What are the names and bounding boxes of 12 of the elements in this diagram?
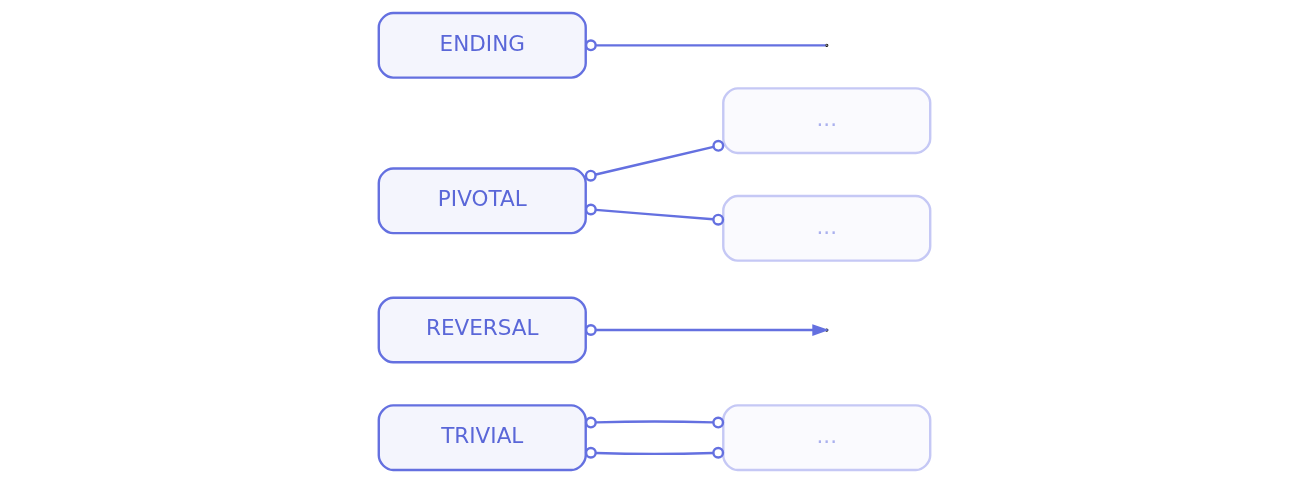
node-box: ... (722, 194, 932, 262)
connector (584, 416, 725, 429)
node-box: TRIVIAL (377, 404, 587, 472)
node-box: ... (722, 404, 932, 472)
node-box: PIVOTAL (377, 167, 587, 235)
node-box: REVERSAL (377, 296, 587, 364)
connector (584, 139, 725, 182)
connector (584, 203, 725, 226)
node-box: ENDING (377, 11, 587, 79)
connector (596, 44, 826, 47)
connector (584, 446, 725, 459)
node-box: ... (722, 87, 932, 155)
